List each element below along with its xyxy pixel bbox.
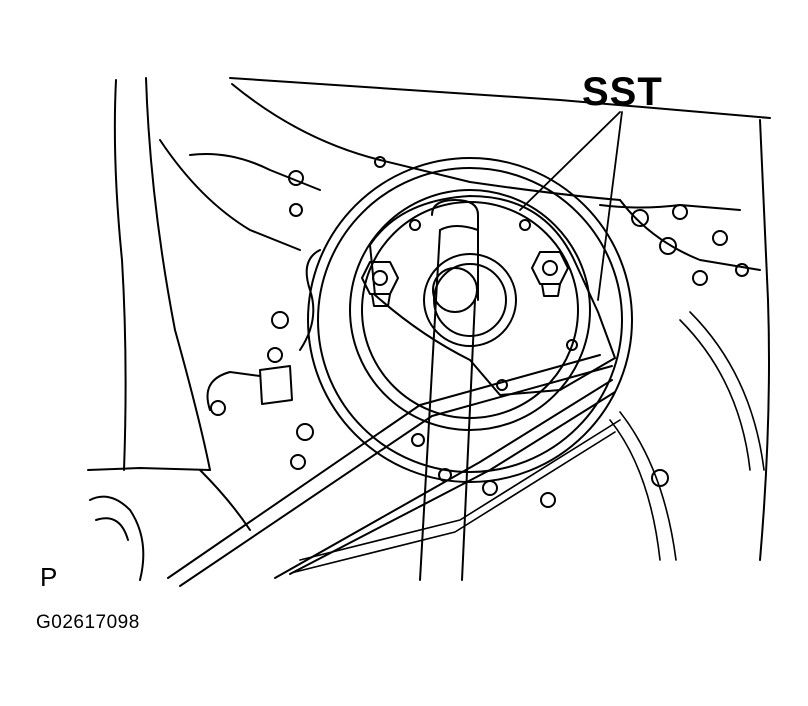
crankshaft-pulley xyxy=(307,157,633,483)
sst-leader-lines xyxy=(519,111,623,301)
left-side-components xyxy=(89,249,321,581)
drive-belt xyxy=(294,311,765,573)
block-bolt-holes xyxy=(210,156,749,508)
holder-bolt-left xyxy=(361,261,399,307)
sst-holder-plate xyxy=(369,195,616,396)
sst-callout-label: SST xyxy=(582,70,663,114)
wrench-handle xyxy=(419,199,479,581)
engine-block-outline xyxy=(87,77,771,561)
sst-holder-bar xyxy=(167,354,616,587)
view-letter: P xyxy=(40,562,58,592)
holder-bolt-right xyxy=(531,251,569,297)
figure-id: G02617098 xyxy=(36,612,140,633)
